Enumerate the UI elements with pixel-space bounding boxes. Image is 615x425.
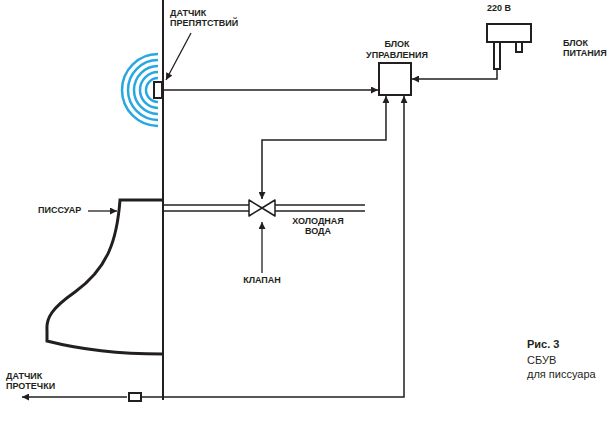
wall-line xyxy=(162,0,164,400)
caption-text: СБУВ xyxy=(527,354,607,367)
part-label: ПИССУАР xyxy=(38,205,88,215)
node-label: БЛОК УПРАВЛЕНИЯ xyxy=(359,39,435,60)
valve-outline xyxy=(248,199,276,217)
control-unit-box: БЛОК УПРАВЛЕНИЯ xyxy=(378,62,412,96)
signal-connector xyxy=(262,96,386,199)
signal-connector xyxy=(412,70,497,79)
node-label: ДАТЧИК ПРОТЕЧКИ xyxy=(6,371,70,392)
caption-text: для писсуара xyxy=(527,368,611,381)
node-label: 220 В xyxy=(479,3,519,13)
leader-lines xyxy=(22,33,262,397)
signal-connector xyxy=(142,96,404,397)
urinal-outline xyxy=(47,200,162,354)
node-label: ДАТЧИК ПРЕПЯТСТВИЙ xyxy=(170,8,252,29)
signal-connector xyxy=(163,89,378,91)
plug-outline xyxy=(485,22,533,70)
node-label: БЛОК ПИТАНИЯ xyxy=(563,38,611,59)
part-label: ХОЛОДНАЯ ВОДА xyxy=(286,216,350,237)
obstacle-sensor: ДАТЧИК ПРЕПЯТСТВИЙ xyxy=(153,81,163,99)
leak-sensor: ДАТЧИК ПРОТЕЧКИ xyxy=(128,392,142,402)
node-label: КЛАПАН xyxy=(232,275,292,285)
figure-caption: Рис. 3 xyxy=(527,338,607,351)
power-supply-plug: 220 ВБЛОК ПИТАНИЯ xyxy=(485,22,533,70)
valve-symbol: КЛАПАН xyxy=(248,199,276,217)
